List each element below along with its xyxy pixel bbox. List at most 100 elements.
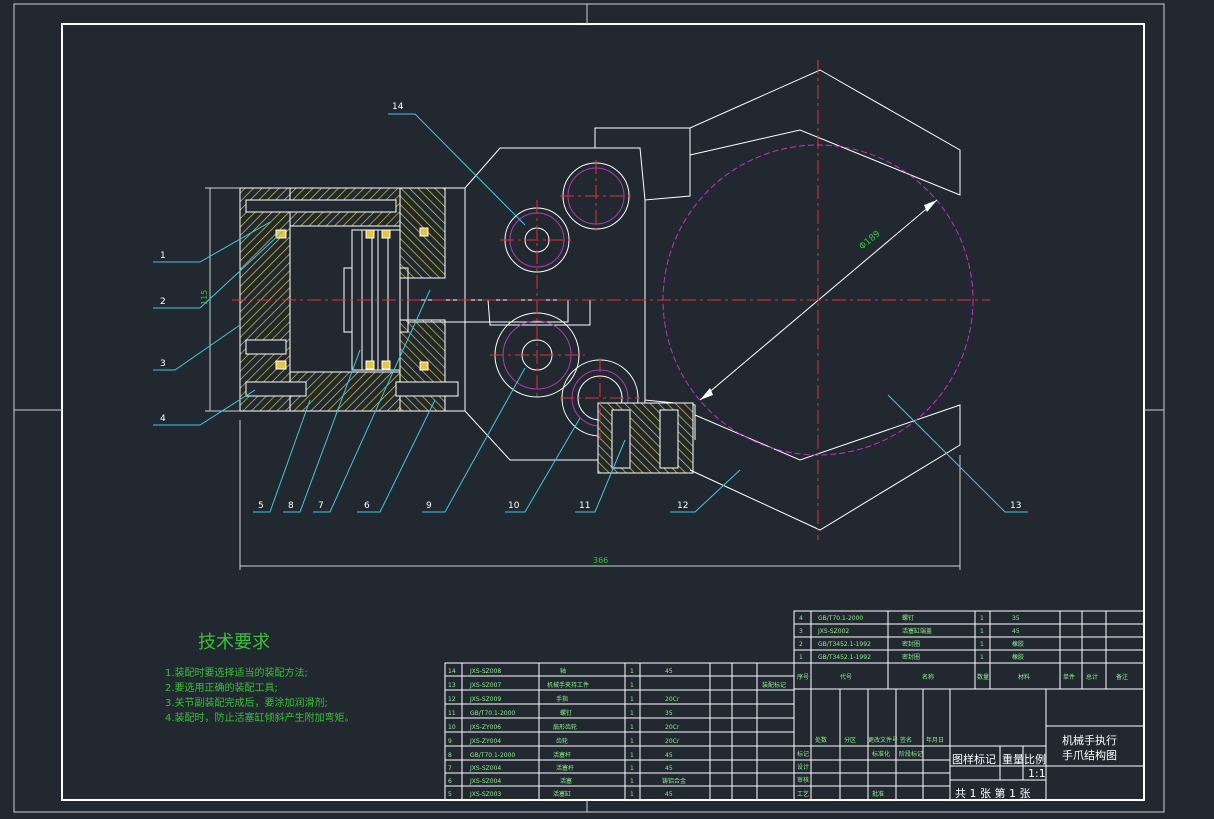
technical-requirements: 技术要求 1.装配时要选择适当的装配方法; 2.要选用正确的装配工具; 3.关节…: [165, 632, 355, 724]
sign-label: 年月日: [926, 736, 944, 744]
bom-cell: 45: [665, 791, 673, 798]
bom-cell: JXS-SZ007: [469, 682, 501, 689]
bom-cell: 9: [448, 738, 452, 745]
dimensions: [205, 187, 961, 570]
bom-cell: 35: [665, 710, 673, 717]
bom-cell: 14: [448, 668, 456, 675]
sign-label: 签名: [900, 736, 912, 744]
bom-cell: JXS-SZ008: [469, 668, 501, 675]
bom-cell: 1: [630, 710, 634, 717]
part-label-6: 6: [364, 501, 370, 511]
weight-label: 重量: [1002, 752, 1024, 766]
bom-cell: 5: [448, 791, 452, 798]
bom-lower-rows: 14 JXS-SZ008 轴 1 45 13 JXS-SZ007 机械手夹持工件…: [448, 667, 786, 798]
bom-cell: 橡胶: [1012, 653, 1024, 661]
gripper-assembly-view: Φ189 366 115: [153, 60, 1028, 570]
part-label-2: 2: [160, 297, 166, 307]
sign-label: 更改文件号: [868, 736, 898, 744]
bom-cell: 45: [665, 752, 673, 759]
sign-label: 分区: [844, 736, 856, 744]
mark-label: 图样标记: [952, 752, 996, 766]
sign-label: 批准: [872, 790, 884, 798]
part-label-10: 10: [508, 501, 520, 511]
bom-cell: 8: [448, 752, 452, 759]
part-label-9: 9: [426, 501, 432, 511]
sheet-info: 共 1 张 第 1 张: [955, 786, 1030, 800]
scale-value: 1:1: [1028, 767, 1046, 780]
bom-upper-rows: 4 GB/T70.1-2000 螺钉 1 35 3 JXS-SZ002 活塞缸端…: [797, 614, 1128, 681]
bom-cell: JXS-SZ004: [469, 765, 501, 772]
drawing-name-line1: 机械手执行: [1062, 733, 1117, 747]
bom-cell: 45: [665, 765, 673, 772]
drawing-name-line2: 手爪结构图: [1062, 748, 1117, 762]
part-label-3: 3: [160, 359, 166, 369]
bom-cell: GB/T3452.1-1992: [818, 654, 871, 661]
bom-cell: GB/T3452.1-1992: [818, 641, 871, 648]
bom-cell: 1: [980, 628, 984, 635]
tech-req-item: 4.装配时，防止活塞缸倾斜产生附加弯矩。: [165, 711, 355, 724]
bom-table-upper: [793, 610, 1145, 690]
bom-header: 总计: [1086, 673, 1098, 681]
gear-set: [494, 162, 694, 474]
height-dimension: 115: [200, 290, 209, 305]
bom-cell: GB/T70.1-2000: [470, 710, 515, 717]
part-label-5: 5: [258, 501, 264, 511]
scale-label: 比例: [1024, 752, 1046, 766]
bom-header: 数量: [977, 673, 989, 681]
bom-header: 代号: [840, 673, 852, 681]
bom-cell: 活塞缸: [553, 790, 571, 798]
bom-cell: 螺钉: [902, 614, 914, 622]
bom-cell: 1: [630, 738, 634, 745]
part-label-7: 7: [318, 501, 324, 511]
part-number-labels: 1 2 3 4 5 8 7 6 9 10 11 12 13 14: [160, 102, 1021, 511]
bom-cell: 7: [448, 765, 452, 772]
bom-header: 名称: [922, 673, 934, 681]
bom-cell: 密封圈: [902, 653, 920, 661]
bom-cell: 齿轮: [556, 737, 568, 745]
bom-cell: 轴: [560, 667, 566, 675]
bom-cell: 1: [630, 765, 634, 772]
part-label-8: 8: [288, 501, 294, 511]
tech-req-item: 1.装配时要选择适当的装配方法;: [165, 666, 308, 679]
bom-cell: 10: [448, 724, 456, 731]
part-label-12: 12: [677, 501, 688, 511]
sign-label: 阶段标记: [899, 750, 923, 758]
bom-cell: 1: [799, 654, 803, 661]
part-label-11: 11: [579, 501, 590, 511]
bom-cell: 45: [665, 668, 673, 675]
bom-cell: 35: [1012, 615, 1020, 622]
bom-cell: 1: [630, 668, 634, 675]
gripper-fingers: [689, 69, 961, 531]
bom-header: 备注: [1116, 673, 1128, 681]
bom-cell: 20Cr: [665, 738, 680, 745]
sign-label: 审核: [797, 776, 809, 784]
tech-req-item: 3.关节副装配完成后，要涂加润滑剂;: [165, 696, 328, 709]
bom-cell: 1: [630, 682, 634, 689]
bom-cell: 1: [980, 615, 984, 622]
bom-cell: GB/T70.1-2000: [818, 615, 863, 622]
sign-label: 标准化: [872, 750, 890, 758]
bom-cell: 1: [630, 724, 634, 731]
leader-lines: [153, 113, 1028, 513]
part-label-14: 14: [392, 102, 404, 112]
bom-cell: GB/T70.1-2000: [470, 752, 515, 759]
bom-cell: 密封圈: [902, 640, 920, 648]
bom-cell: 扇形齿轮: [553, 723, 577, 731]
bom-cell: 手指: [556, 695, 568, 703]
bom-cell: 机械手夹持工件: [547, 681, 589, 689]
bom-cell: 45: [1012, 628, 1020, 635]
bom-cell: JXS-SZ009: [469, 696, 501, 703]
bom-cell: 3: [799, 628, 803, 635]
bom-cell: 1: [630, 752, 634, 759]
bom-cell: JXS-SZ003: [469, 791, 501, 798]
bom-cell: 2: [799, 641, 803, 648]
bom-cell: 活塞杆: [553, 751, 571, 759]
bom-header: 单件: [1063, 673, 1075, 681]
part-label-1: 1: [160, 251, 166, 261]
assembly-mark-label: 装配标记: [762, 681, 786, 689]
bom-cell: 20Cr: [665, 696, 680, 703]
sign-label: 处数: [815, 736, 827, 744]
bom-cell: 1: [980, 641, 984, 648]
bom-cell: 4: [799, 615, 803, 622]
sign-label: 标记: [797, 750, 809, 758]
